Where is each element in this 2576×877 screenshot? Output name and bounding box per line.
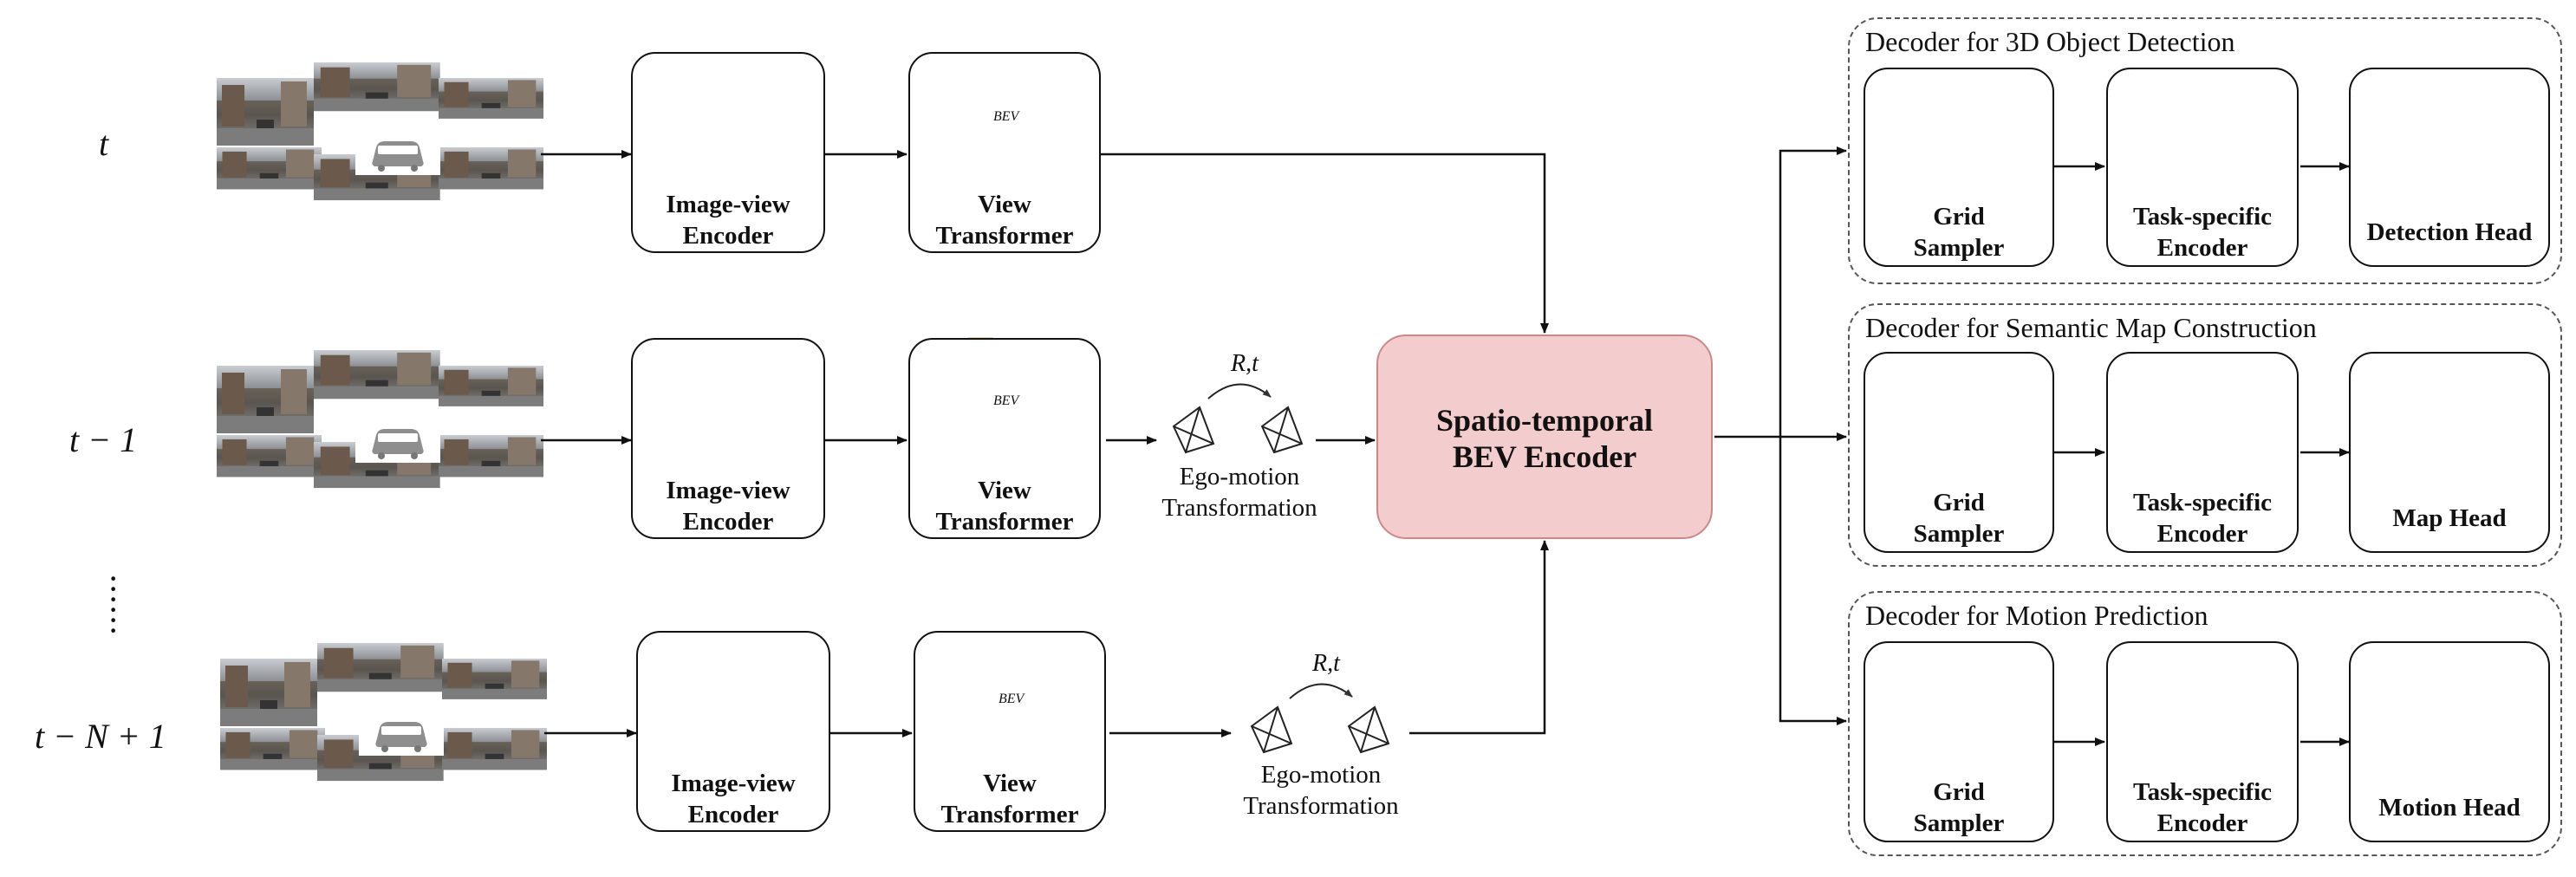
ego-motion-icon: [1173, 383, 1303, 453]
rt-label: R,t: [1312, 650, 1340, 677]
view-transformer-label: View Transformer: [935, 477, 1074, 536]
detection-head-label: Detection Head: [2366, 218, 2533, 246]
decoder-frame-motion: [1848, 591, 2562, 856]
grid-sampler-box: Grid Sampler: [1864, 68, 2054, 267]
time-label-t: t: [99, 124, 109, 163]
ego-motion-label: Ego-motion Transformation: [1243, 761, 1399, 820]
ego-motion-label: Ego-motion Transformation: [1161, 463, 1317, 522]
map-head-label: Map Head: [2392, 504, 2507, 532]
view-transformer-label: View Transformer: [935, 191, 1074, 250]
decoder-title: Decoder for 3D Object Detection: [1865, 26, 2235, 57]
decoder-frame-map: [1848, 303, 2562, 567]
task-specific-encoder-box: Task-specific Encoder: [2106, 352, 2299, 553]
spatio-temporal-bev-encoder: Spatio-temporal BEV Encoder: [1376, 335, 1713, 539]
map-head-box: Map Head: [2349, 352, 2550, 553]
image-view-encoder-box: Image-view Encoder: [636, 631, 830, 832]
image-view-encoder-box: Image-view Encoder: [631, 52, 825, 253]
view-transformer-box: View Transformer: [908, 52, 1101, 253]
image-view-encoder-label: Image-view Encoder: [666, 477, 790, 536]
grid-sampler-label: Grid Sampler: [1913, 489, 2005, 548]
task-specific-encoder-label: Task-specific Encoder: [2132, 778, 2273, 837]
camera-images-t-1: [217, 350, 543, 488]
camera-images-t: [217, 62, 543, 200]
bev-tag: BEV: [999, 692, 1025, 706]
decoder-frame-detection: [1848, 17, 2562, 284]
grid-sampler-box: Grid Sampler: [1864, 352, 2054, 553]
task-specific-encoder-label: Task-specific Encoder: [2132, 203, 2273, 262]
image-view-encoder-label: Image-view Encoder: [671, 770, 796, 828]
task-specific-encoder-box: Task-specific Encoder: [2106, 68, 2299, 267]
time-label-t-n-1: t − N + 1: [35, 717, 166, 756]
grid-sampler-label: Grid Sampler: [1913, 203, 2005, 262]
grid-sampler-box: Grid Sampler: [1864, 641, 2054, 842]
view-transformer-box: View Transformer: [914, 631, 1106, 832]
spatio-temporal-bev-encoder-label: Spatio-temporal BEV Encoder: [1436, 403, 1653, 474]
motion-head-label: Motion Head: [2378, 794, 2521, 822]
bev-tag: BEV: [993, 393, 1019, 408]
view-transformer-label: View Transformer: [940, 770, 1079, 828]
image-view-encoder-label: Image-view Encoder: [666, 191, 790, 250]
ego-motion-icon: [1251, 683, 1389, 753]
view-transformer-box: View Transformer: [908, 338, 1101, 539]
task-specific-encoder-label: Task-specific Encoder: [2132, 489, 2273, 548]
ellipsis-dots: ······: [107, 559, 120, 650]
task-specific-encoder-box: Task-specific Encoder: [2106, 641, 2299, 842]
grid-sampler-label: Grid Sampler: [1913, 778, 2005, 837]
image-view-encoder-box: Image-view Encoder: [631, 338, 825, 539]
decoder-title: Decoder for Semantic Map Construction: [1865, 312, 2317, 343]
motion-head-box: Motion Head: [2349, 641, 2550, 842]
decoder-title: Decoder for Motion Prediction: [1865, 600, 2208, 631]
time-label-t-1: t − 1: [69, 420, 138, 459]
detection-head-box: Detection Head: [2349, 68, 2550, 267]
bev-tag: BEV: [993, 109, 1019, 124]
rt-label: R,t: [1231, 350, 1259, 377]
camera-images-t-n-1: [220, 643, 547, 781]
